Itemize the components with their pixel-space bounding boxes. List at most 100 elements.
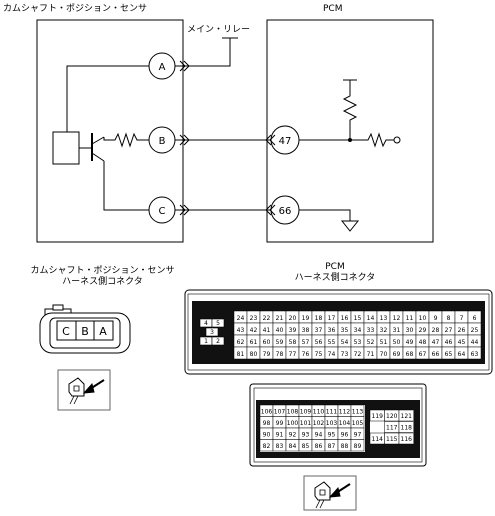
pin-14: 14 [367,315,375,322]
pin-cell [467,346,482,360]
pcm-connector-title-line1: PCM [325,262,345,272]
pin-29: 29 [419,327,427,334]
pin-69: 69 [393,351,401,358]
terminal-66-label: 66 [279,206,292,217]
pin-cell [398,432,414,445]
sensor-pin-b: B [81,325,89,338]
pin-72: 72 [354,351,362,358]
pin-54: 54 [341,339,349,346]
sensor-connector [39,304,131,354]
pin-71: 71 [367,351,375,358]
pin-42: 42 [250,327,258,334]
pin-cell [398,421,414,433]
pin-63: 63 [471,351,479,358]
pin-18: 18 [315,315,323,322]
pin-67: 67 [419,351,427,358]
pin-79: 79 [263,351,271,358]
pin-60: 60 [263,339,271,346]
pin-83: 83 [276,443,284,450]
pin-90: 90 [263,432,271,439]
pcm-input-res [362,132,394,148]
pin-55: 55 [328,339,336,346]
ground-icon [340,220,360,232]
wire-a-out [175,38,231,67]
terminal-47 [270,125,300,155]
pin-78: 78 [276,351,284,358]
pin-50: 50 [393,339,401,346]
pin-73: 73 [341,351,349,358]
pin-93: 93 [302,432,310,439]
pin-87: 87 [328,443,336,450]
pin-7: 7 [460,315,464,322]
pin-106: 106 [261,409,273,416]
wire-c [103,161,149,211]
pin-31: 31 [393,327,401,334]
pcm-title: PCM [323,4,343,14]
pin-35: 35 [341,327,349,334]
pin-92: 92 [289,432,297,439]
pin-75: 75 [315,351,323,358]
pin-80: 80 [250,351,258,358]
pin-97: 97 [354,432,362,439]
pin-47: 47 [432,339,440,346]
pin-96: 96 [341,432,349,439]
pin-115: 115 [386,436,398,443]
pin-103: 103 [326,420,338,427]
pin-9: 9 [434,315,438,322]
pin-49: 49 [406,339,414,346]
pcm-input-node [393,136,401,144]
pin-64: 64 [458,351,466,358]
pin-21: 21 [276,315,284,322]
pcm-connector-title: PCM ハーネス側コネクタ [260,262,410,284]
pin-76: 76 [302,351,310,358]
pin-37: 37 [315,327,323,334]
pin-52: 52 [367,339,375,346]
pin-81: 81 [237,351,245,358]
pcm-connector-title-line2: ハーネス側コネクタ [294,273,376,283]
sensor-pin-a: A [99,325,107,338]
pin-17: 17 [328,315,336,322]
pin-cell [350,439,365,452]
pin-16: 16 [341,315,349,322]
pin-84: 84 [289,443,297,450]
pin-25: 25 [471,327,479,334]
terminal-a [148,52,176,80]
pin-48: 48 [419,339,427,346]
pin-5: 5 [216,320,220,327]
pin-26: 26 [458,327,466,334]
pin-99: 99 [276,420,284,427]
pin-56: 56 [315,339,323,346]
sensor-connector-icon [57,369,111,411]
pin-15: 15 [354,315,362,322]
pcm-pullup [342,80,358,140]
pin-38: 38 [302,327,310,334]
pin-19: 19 [302,315,310,322]
pin-120: 120 [386,413,398,420]
pin-46: 46 [445,339,453,346]
pin-70: 70 [380,351,388,358]
pin-34: 34 [354,327,362,334]
terminal-c-label: C [159,206,166,217]
pin-111: 111 [326,409,338,416]
pin-28: 28 [432,327,440,334]
pin-74: 74 [328,351,336,358]
pin-20: 20 [289,315,297,322]
pin-98: 98 [263,420,271,427]
pin-41: 41 [263,327,271,334]
pin-114: 114 [372,436,384,443]
pin-24: 24 [237,315,245,322]
terminal-a-label: A [159,62,166,73]
pin-33: 33 [367,327,375,334]
pin-112: 112 [339,409,351,416]
sensor-title: カムシャフト・ポジション・センサ [3,4,148,14]
pin-61: 61 [250,339,258,346]
pin-121: 121 [401,413,413,420]
pin-116: 116 [401,436,413,443]
pin-108: 108 [287,409,299,416]
pin-68: 68 [406,351,414,358]
pcm-connector-icon [303,475,357,511]
pin-89: 89 [354,443,362,450]
pin-85: 85 [302,443,310,450]
terminal-b [148,126,176,154]
pin-59: 59 [276,339,284,346]
